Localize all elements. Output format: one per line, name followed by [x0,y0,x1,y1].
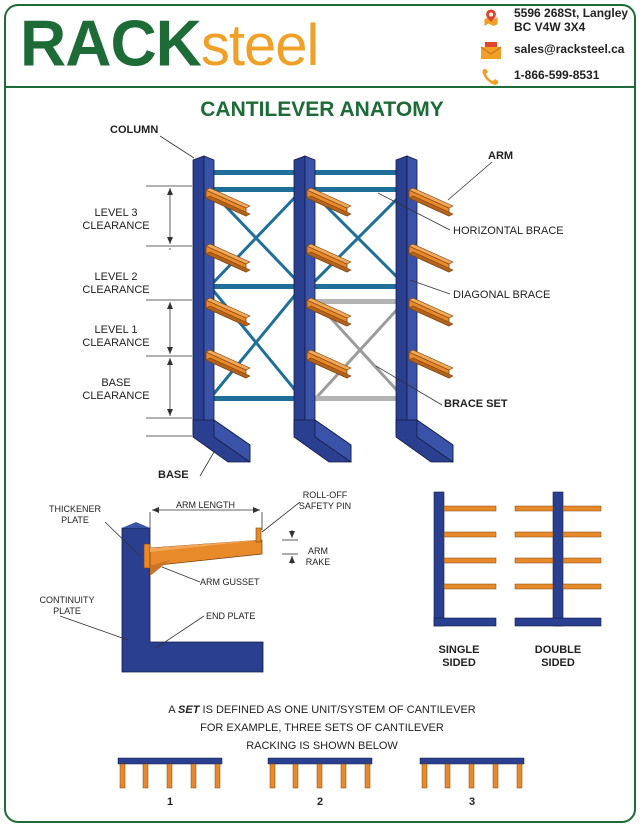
base-clearance-label: BASE CLEARANCE [78,377,154,403]
continuity-line1: CONTINUITY [39,595,95,605]
level1-clearance-label: LEVEL 1 CLEARANCE [78,324,154,350]
column-label: COLUMN [110,124,159,136]
double-sided-label: DOUBLE SIDED [530,644,586,670]
single-line1: SINGLE [438,644,480,656]
brace-set-label: BRACE SET [444,398,508,410]
set-2 [267,757,373,789]
header-divider [6,86,634,88]
double-line2: SIDED [541,657,575,669]
thickener-line2: PLATE [61,515,89,525]
set-label-2: 2 [316,796,324,808]
arm-label: ARM [488,150,514,162]
arm-rake-line2: RAKE [305,557,331,567]
thickener-plate-label: THICKENER PLATE [40,504,110,526]
phone-row[interactable]: 1-866-599-8531 [480,68,599,86]
set-label-1: 1 [166,796,174,808]
level3-clearance-label: LEVEL 3 CLEARANCE [78,207,154,233]
level1-line1: LEVEL 1 [94,324,138,336]
level2-line2: CLEARANCE [82,284,150,296]
leader-lines [159,135,493,477]
set-definition-line1: A SET IS DEFINED AS ONE UNIT/SYSTEM OF C… [168,704,476,716]
address-line2: BC V4W 3X4 [514,20,586,34]
address-row: 5596 268St, Langley BC V4W 3X4 [480,6,629,36]
phone-text[interactable]: 1-866-599-8531 [514,68,600,82]
rolloff-line2: SAFETY PIN [298,501,352,511]
base-label: BASE [158,469,189,481]
single-sided-label: SINGLE SIDED [432,644,486,670]
logo-steel-text: steel [200,13,320,78]
single-line2: SIDED [442,657,476,669]
arm-detail-drawing [121,522,264,673]
arm-gusset-label: ARM GUSSET [200,577,260,587]
map-pin-icon [484,9,498,26]
address-line1: 5596 268St, Langley [514,6,629,20]
level1-line2: CLEARANCE [82,337,150,349]
set-1 [117,757,223,789]
email-icon [480,42,502,59]
arm-rake-line1: ARM [308,546,328,556]
page-frame [4,4,636,823]
rolloff-line1: ROLL-OFF [302,490,348,500]
phone-icon [482,69,499,85]
arm-length-label: ARM LENGTH [176,500,236,510]
level3-line2: CLEARANCE [82,220,150,232]
set-definition-line3: RACKING IS SHOWN BELOW [246,740,398,752]
double-line1: DOUBLE [534,644,582,656]
continuity-plate-label: CONTINUITY PLATE [30,595,104,617]
email-text[interactable]: sales@racksteel.ca [514,42,625,56]
three-sets-illustration [117,757,525,789]
thickener-line1: THICKENER [48,504,101,514]
double-sided-rack [514,491,602,627]
level3-line1: LEVEL 3 [94,207,138,219]
base-clearance-line2: CLEARANCE [82,390,150,402]
arm-rake-label: ARM RAKE [300,546,336,568]
base-clearance-line1: BASE [101,377,131,389]
main-rack [192,155,454,463]
level2-clearance-label: LEVEL 2 CLEARANCE [78,271,154,297]
set-definition-line2: FOR EXAMPLE, THREE SETS OF CANTILEVER [200,722,444,734]
continuity-line2: PLATE [53,606,81,616]
set-3 [419,757,525,789]
clearance-dimensions [146,185,192,437]
level2-line1: LEVEL 2 [94,271,138,283]
email-row[interactable]: sales@racksteel.ca [480,42,624,60]
end-plate-label: END PLATE [206,611,256,621]
single-sided-rack [433,491,497,627]
horizontal-brace-label: HORIZONTAL BRACE [453,225,564,237]
rolloff-pin-label: ROLL-OFF SAFETY PIN [290,490,360,512]
logo-rack-text: RACK [20,6,202,80]
brand-logo: RACKsteel [20,6,320,80]
page-title: CANTILEVER ANATOMY [200,98,444,121]
diagonal-brace-label: DIAGONAL BRACE [453,289,551,301]
set-label-3: 3 [468,796,476,808]
